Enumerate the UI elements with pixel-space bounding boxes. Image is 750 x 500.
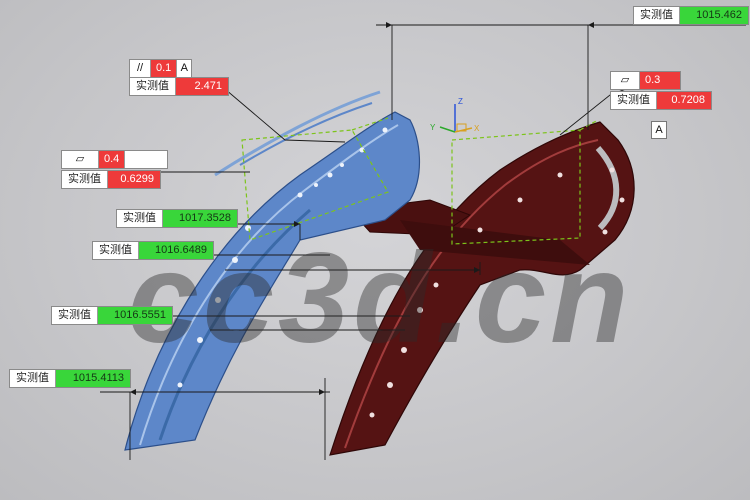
measured-label: 实测值: [634, 7, 680, 24]
flatness-icon: ▱: [611, 72, 640, 89]
measurement-callout-distance-2[interactable]: 实测值 1016.6489: [93, 242, 213, 259]
measured-value: 1016.5551: [98, 307, 172, 324]
empty-datum-cell: [125, 151, 167, 168]
measured-label: 实测值: [117, 210, 163, 227]
measured-value: 0.7208: [657, 92, 711, 109]
blue-holes: [177, 127, 388, 388]
measurement-callout-distance-1[interactable]: 实测值 1017.3528: [117, 210, 237, 227]
measured-label: 实测值: [52, 307, 98, 324]
measured-value: 1017.3528: [163, 210, 237, 227]
measured-label: 实测值: [62, 171, 108, 188]
datum-a-flag: A: [652, 122, 666, 138]
z-axis-label: Z: [458, 97, 463, 106]
measurement-callout-top[interactable]: 实测值 1015.462: [634, 7, 748, 24]
measurement-callout-flatness-left[interactable]: 实测值 0.6299: [62, 171, 160, 188]
flatness-icon: ▱: [62, 151, 99, 168]
tolerance-zones: [241, 117, 599, 245]
datum-reference: A: [180, 62, 188, 74]
coordinate-triad: [439, 104, 473, 133]
measured-value: 2.471: [176, 78, 228, 95]
blue-part: [124, 90, 420, 451]
measured-value: 1015.4113: [56, 370, 130, 387]
dimension-lines: [100, 24, 746, 460]
measured-value: 0.6299: [108, 171, 160, 188]
measured-label: 实测值: [130, 78, 176, 95]
x-axis-label: X: [474, 124, 480, 133]
measured-value: 1015.462: [680, 7, 748, 24]
measurement-callout-distance-4[interactable]: 实测值 1015.4113: [10, 370, 130, 387]
flatness-tolerance-frame-right[interactable]: ▱ 0.3: [611, 72, 680, 89]
y-axis-label: Y: [430, 123, 436, 132]
measured-value: 1016.6489: [139, 242, 213, 259]
tolerance-value: 0.3: [640, 72, 680, 89]
parallelism-icon: //: [130, 60, 151, 77]
measurement-callout-flatness-right[interactable]: 实测值 0.7208: [611, 92, 711, 109]
measurement-callout-parallelism[interactable]: 实测值 2.471: [130, 78, 228, 95]
measurement-callout-distance-3[interactable]: 实测值 1016.5551: [52, 307, 172, 324]
dimension-arrows: [130, 22, 594, 395]
flatness-tolerance-frame-left[interactable]: ▱ 0.4: [62, 151, 168, 168]
tolerance-value: 0.4: [99, 151, 126, 168]
tolerance-value: 0.1: [151, 60, 178, 77]
measured-label: 实测值: [93, 242, 139, 259]
measured-label: 实测值: [611, 92, 657, 109]
measured-label: 实测值: [10, 370, 56, 387]
maroon-holes: [369, 167, 625, 418]
parallelism-tolerance-frame[interactable]: // 0.1 A: [130, 60, 192, 77]
